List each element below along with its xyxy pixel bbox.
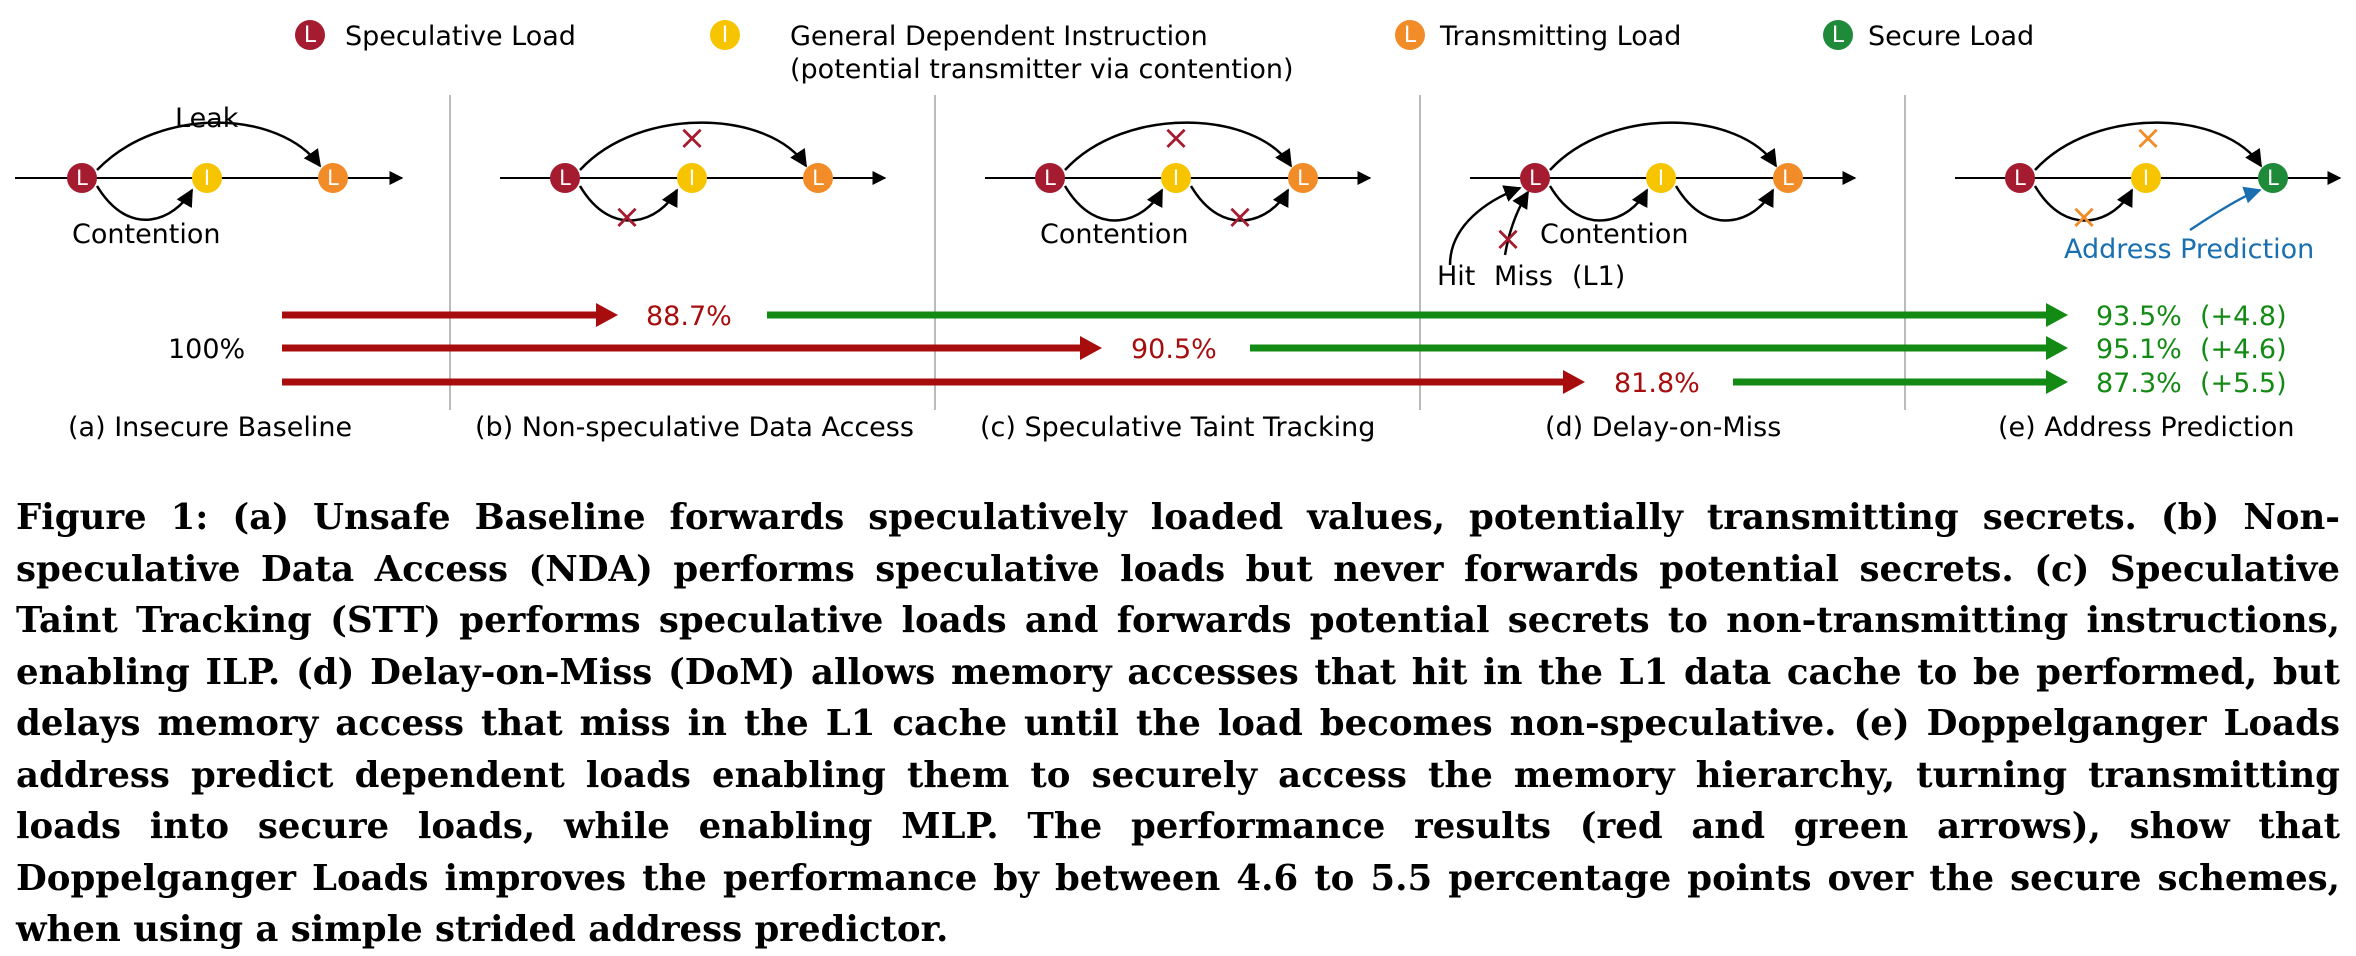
panel-a-diagram: L I L Leak Contention: [15, 103, 404, 250]
perf-nda-delta: (+4.8): [2200, 301, 2287, 332]
panel-label-b: (b) Non-speculative Data Access: [475, 412, 914, 443]
svg-text:L: L: [304, 23, 317, 48]
dependent-instruction-badge-icon: [710, 20, 740, 50]
panel-label-a: (a) Insecure Baseline: [68, 412, 352, 443]
panel-label-d: (d) Delay-on-Miss: [1545, 412, 1781, 443]
legend-speculative-load: L Speculative Load: [295, 20, 576, 52]
legend: L Speculative Load I General Dependent I…: [295, 20, 2034, 85]
panel-label-e: (e) Address Prediction: [1998, 412, 2295, 443]
svg-text:L: L: [812, 166, 824, 190]
svg-text:L: L: [76, 166, 88, 190]
svg-text:L: L: [2267, 166, 2279, 190]
perf-dom-improved: 87.3%: [2096, 368, 2182, 399]
svg-text:L: L: [1529, 166, 1541, 190]
svg-text:L: L: [327, 166, 339, 190]
panel-d-diagram: L I L × Contention Hit Miss (L1): [1437, 121, 1857, 292]
cross-icon: ×: [2070, 197, 2099, 237]
legend-secure-load: L Secure Load: [1823, 20, 2034, 52]
legend-dependent-instruction: I General Dependent Instruction (potenti…: [710, 20, 1294, 85]
svg-text:I: I: [1658, 166, 1664, 190]
figure-diagram: L Speculative Load I General Dependent I…: [15, 20, 2342, 443]
l1-label: (L1): [1572, 261, 1625, 292]
legend-label: Speculative Load: [345, 21, 576, 52]
baseline-label: 100%: [168, 334, 245, 365]
svg-text:L: L: [1297, 166, 1309, 190]
legend-label: General Dependent Instruction: [790, 21, 1208, 52]
perf-nda-secure: 88.7%: [646, 301, 732, 332]
svg-text:L: L: [1832, 23, 1845, 48]
perf-dom-secure: 81.8%: [1614, 368, 1700, 399]
legend-label: Transmitting Load: [1439, 21, 1681, 52]
address-prediction-label: Address Prediction: [2064, 234, 2314, 265]
svg-text:L: L: [559, 166, 571, 190]
hit-label: Hit: [1437, 261, 1475, 292]
legend-label-secondary: (potential transmitter via contention): [790, 54, 1294, 85]
svg-text:I: I: [204, 166, 210, 190]
blocked-cross-icon: ×: [613, 197, 642, 237]
panel-e-diagram: L I L × × Address Prediction: [1955, 118, 2342, 265]
blocked-cross-icon: ×: [1162, 118, 1191, 158]
contention-label: Contention: [72, 219, 221, 250]
miss-label: Miss: [1494, 261, 1553, 292]
figure-caption: Figure 1: (a) Unsafe Baseline forwards s…: [16, 497, 2340, 950]
panel-b-diagram: L I L × ×: [500, 118, 887, 237]
blocked-cross-icon: ×: [1494, 219, 1523, 259]
panel-dividers: [449, 95, 1906, 410]
blocked-cross-icon: ×: [678, 118, 707, 158]
svg-text:I: I: [2143, 166, 2149, 190]
perf-stt-improved: 95.1%: [2096, 334, 2182, 365]
legend-transmitting-load: L Transmitting Load: [1395, 20, 1681, 52]
blocked-cross-icon: ×: [1226, 197, 1255, 237]
leak-label: Leak: [175, 103, 239, 134]
perf-stt-delta: (+4.6): [2200, 334, 2287, 365]
panel-labels: (a) Insecure Baseline (b) Non-speculativ…: [68, 412, 2295, 443]
secure-load-badge-icon: [1823, 20, 1853, 50]
svg-text:L: L: [2014, 166, 2026, 190]
transmitting-load-badge-icon: [1395, 20, 1425, 50]
perf-stt-secure: 90.5%: [1131, 334, 1217, 365]
performance-arrows: 100% 88.7% 93.5% (+4.8) 90.5% 95.1% (+4.…: [168, 301, 2287, 399]
cross-icon: ×: [2134, 118, 2163, 158]
panel-c-diagram: L I L × × Contention: [985, 118, 1372, 250]
svg-text:L: L: [1404, 23, 1417, 48]
speculative-load-badge-icon: [295, 20, 325, 50]
perf-nda-improved: 93.5%: [2096, 301, 2182, 332]
perf-dom-delta: (+5.5): [2200, 368, 2287, 399]
svg-text:I: I: [689, 166, 695, 190]
contention-label: Contention: [1540, 219, 1689, 250]
legend-label: Secure Load: [1868, 21, 2034, 52]
panel-label-c: (c) Speculative Taint Tracking: [980, 412, 1375, 443]
svg-text:I: I: [1173, 166, 1179, 190]
svg-text:L: L: [1782, 166, 1794, 190]
svg-text:L: L: [1044, 166, 1056, 190]
contention-label: Contention: [1040, 219, 1189, 250]
svg-text:I: I: [722, 23, 729, 48]
